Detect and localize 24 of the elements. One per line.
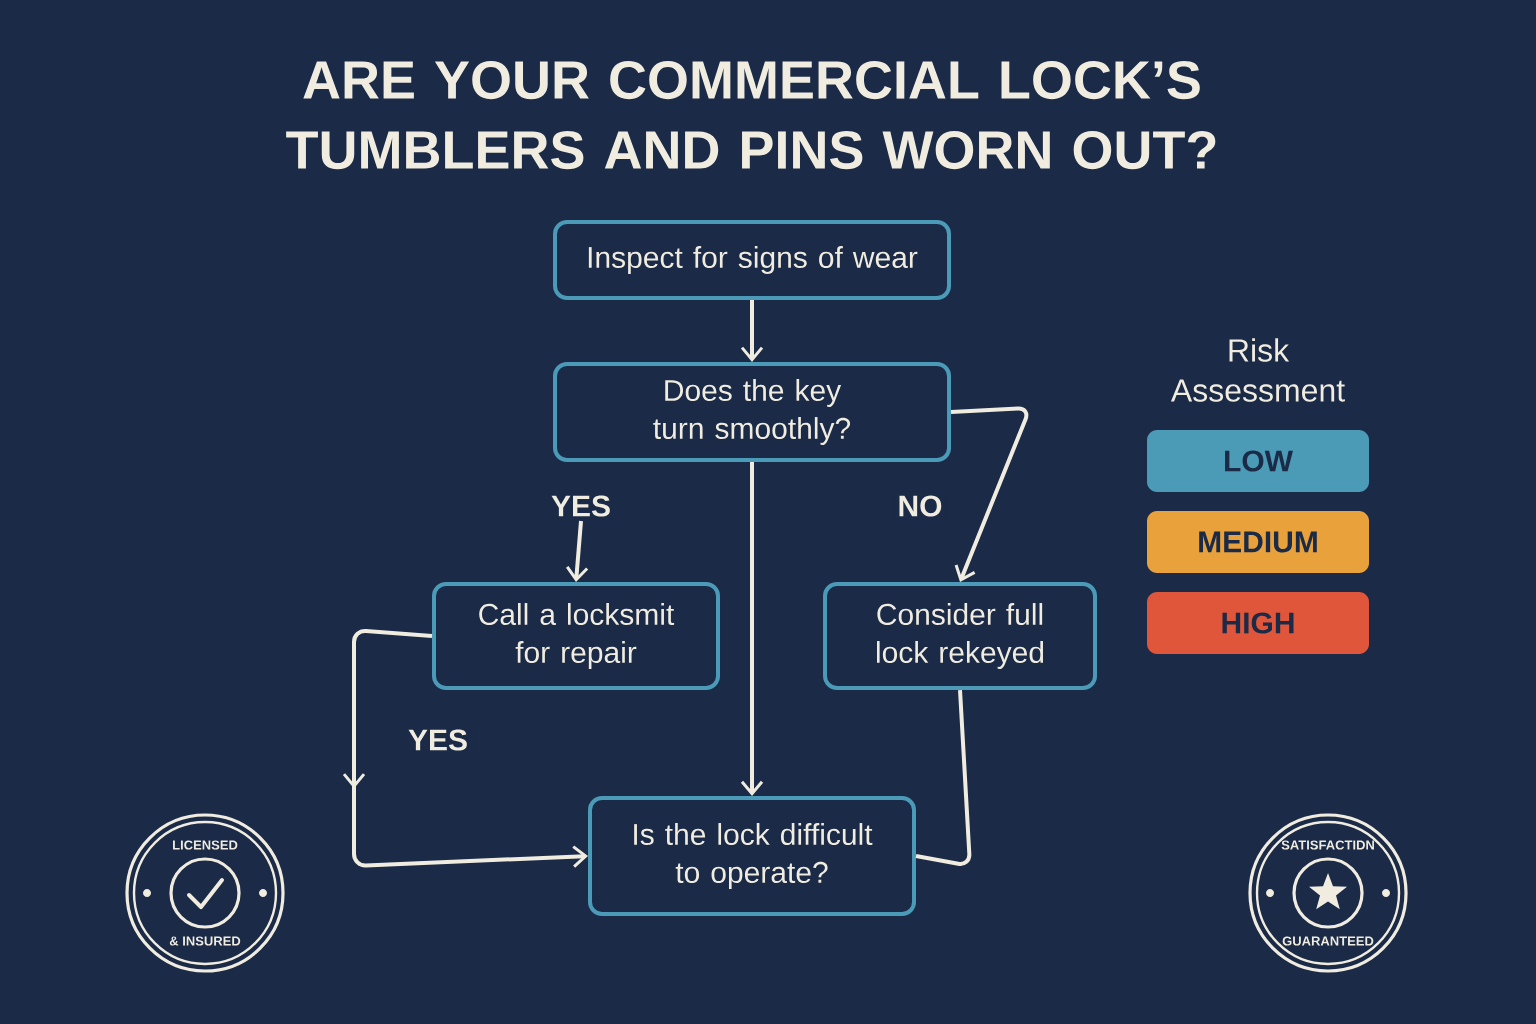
- arrow: [342, 628, 588, 868]
- label: LICENSED: [173, 840, 238, 850]
- edge-label: YES: [404, 725, 472, 755]
- process-box: Does the key turn smoothly?: [553, 362, 951, 462]
- branch-label: YES: [551, 495, 610, 517]
- seal-badge: SATISFACTIDN GUARANTEED: [1248, 813, 1408, 973]
- title: ARE YOUR COMMERCIAL LOCK’S TUMBLERS AND PINS WORN OUT?: [286, 60, 1216, 170]
- risk-level-badge: HIGH: [1147, 592, 1369, 654]
- arrow: [740, 462, 764, 796]
- risk-level-badge: MEDIUM: [1147, 511, 1369, 573]
- arrow: [740, 300, 764, 362]
- process-box: Consider full lock rekeyed: [823, 582, 1097, 690]
- process-box: Is the lock difficult to operate?: [588, 796, 916, 916]
- edge-label: NO: [893, 491, 947, 521]
- process-box: Call a locksmit for repair: [432, 582, 720, 690]
- label: & INSURED: [169, 936, 241, 946]
- process-box: Inspect for signs of wear: [553, 220, 951, 300]
- seal-badge: LICENSED & INSURED: [125, 813, 285, 973]
- label: GUARANTEED: [1282, 936, 1374, 946]
- arrow: [950, 406, 1029, 582]
- legend-heading: Risk Assessment: [1170, 338, 1345, 402]
- arrow: [566, 520, 589, 582]
- risk-level-badge: LOW: [1147, 430, 1369, 492]
- label: SATISFACTIDN: [1281, 840, 1374, 850]
